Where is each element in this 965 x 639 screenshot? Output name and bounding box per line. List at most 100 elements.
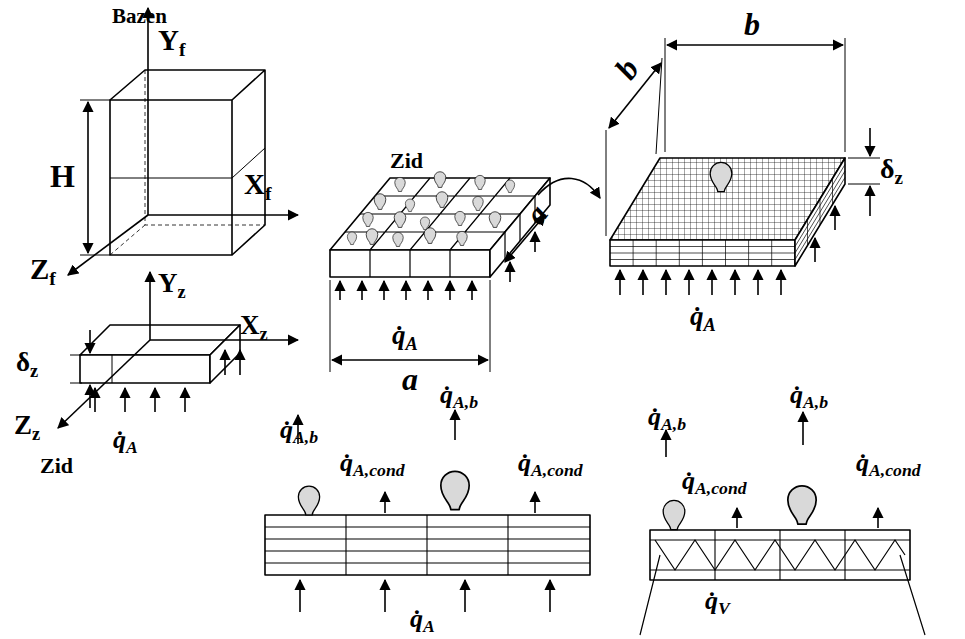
symbol-text: q̇ [410,604,423,633]
stroke [795,171,845,253]
stroke [339,281,341,300]
bubble [434,172,446,188]
symbol-text: q̇ [856,448,869,477]
stroke [610,253,795,254]
label: Xf [244,170,272,199]
stroke [383,281,385,300]
bubble [457,231,467,245]
stroke [224,350,226,375]
subscript-text: A,cond [531,460,583,480]
stroke [534,232,536,252]
label: q̇A,b [648,404,686,430]
symbol-text: q̇ [392,320,406,350]
bubble [393,232,403,246]
stroke [795,165,845,247]
height-dimension [87,102,89,253]
stroke [610,246,795,247]
stroke [834,206,836,230]
symbol-text: q̇ [648,402,661,431]
label: b [609,53,644,84]
symbol-text: b [744,6,760,42]
stroke [610,259,795,260]
bubble [436,192,448,208]
symbol-text: Zid [390,148,423,173]
bubble [394,212,406,228]
subscript-text: V [718,598,730,618]
pool-cube [110,70,265,255]
label: Zf [30,255,56,284]
label: q̇A,cond [518,450,583,476]
symbol-text: H [50,158,75,194]
flux-arrow [454,410,456,440]
symbol-text: X [244,168,265,200]
subscript-text: A [704,315,716,335]
symbol-text: q̇ [705,586,718,615]
subscript-text: z [895,167,903,188]
label: q̇A [113,427,138,453]
symbol-text: q̇ [113,425,126,454]
bubble [420,217,429,230]
symbol-text: q̇ [518,448,531,477]
bubble [473,196,483,210]
symbol-text: Z [30,253,49,285]
stroke [688,270,690,295]
heated-section [640,530,925,635]
bubble [366,229,378,245]
bubble [424,228,436,244]
bubble [405,199,414,212]
symbol-text: q̇ [790,380,803,409]
label: Zid [390,150,423,172]
stroke [471,281,473,300]
subscript-text: A,b [293,427,318,447]
wall-block [330,178,550,277]
subscript-text: A,b [661,414,686,434]
bubble [475,175,485,189]
wall-section [265,515,590,575]
subscript-text: f [49,267,56,289]
stroke [795,178,845,260]
stroke [619,270,621,295]
subscript-text: A,cond [695,478,747,498]
label: Zz [14,412,40,439]
label: Bazen [112,6,167,27]
subscript-text: A [406,334,418,354]
cell-slab [610,158,845,266]
stroke [184,388,186,412]
symbol-text: q̇ [682,466,695,495]
bubble [505,180,514,193]
symbol-text: q̇ [690,301,704,331]
stroke [734,270,736,295]
stroke [711,270,713,295]
stroke [665,270,667,295]
wall-slab [80,325,240,383]
label: q̇A,b [440,382,478,408]
symbol-text: Y [158,24,179,56]
stroke [94,388,96,412]
stroke [780,270,782,295]
symbol-text: Y [158,268,178,298]
subscript-text: A [126,437,138,457]
label: q̇A,b [280,417,318,443]
stroke [124,388,126,412]
label: b [744,8,760,40]
stroke [361,281,363,300]
bubble [374,194,386,210]
stroke [814,238,816,262]
symbol-text: q̇ [440,380,453,409]
axis-x [148,214,298,216]
stroke [642,270,644,295]
stroke [509,262,511,282]
symbol-text: Z [14,410,32,440]
stroke [239,350,241,375]
label: q̇A [410,606,435,632]
subscript-text: z [32,424,40,444]
symbol-text: δ [16,347,30,377]
zoom-arrow [538,178,600,198]
label: Zid [40,455,73,477]
label: q̇A [690,303,716,330]
label: q̇V [705,588,730,614]
subscript-text: A [423,616,435,636]
bubble [455,211,465,225]
stroke [154,388,156,412]
